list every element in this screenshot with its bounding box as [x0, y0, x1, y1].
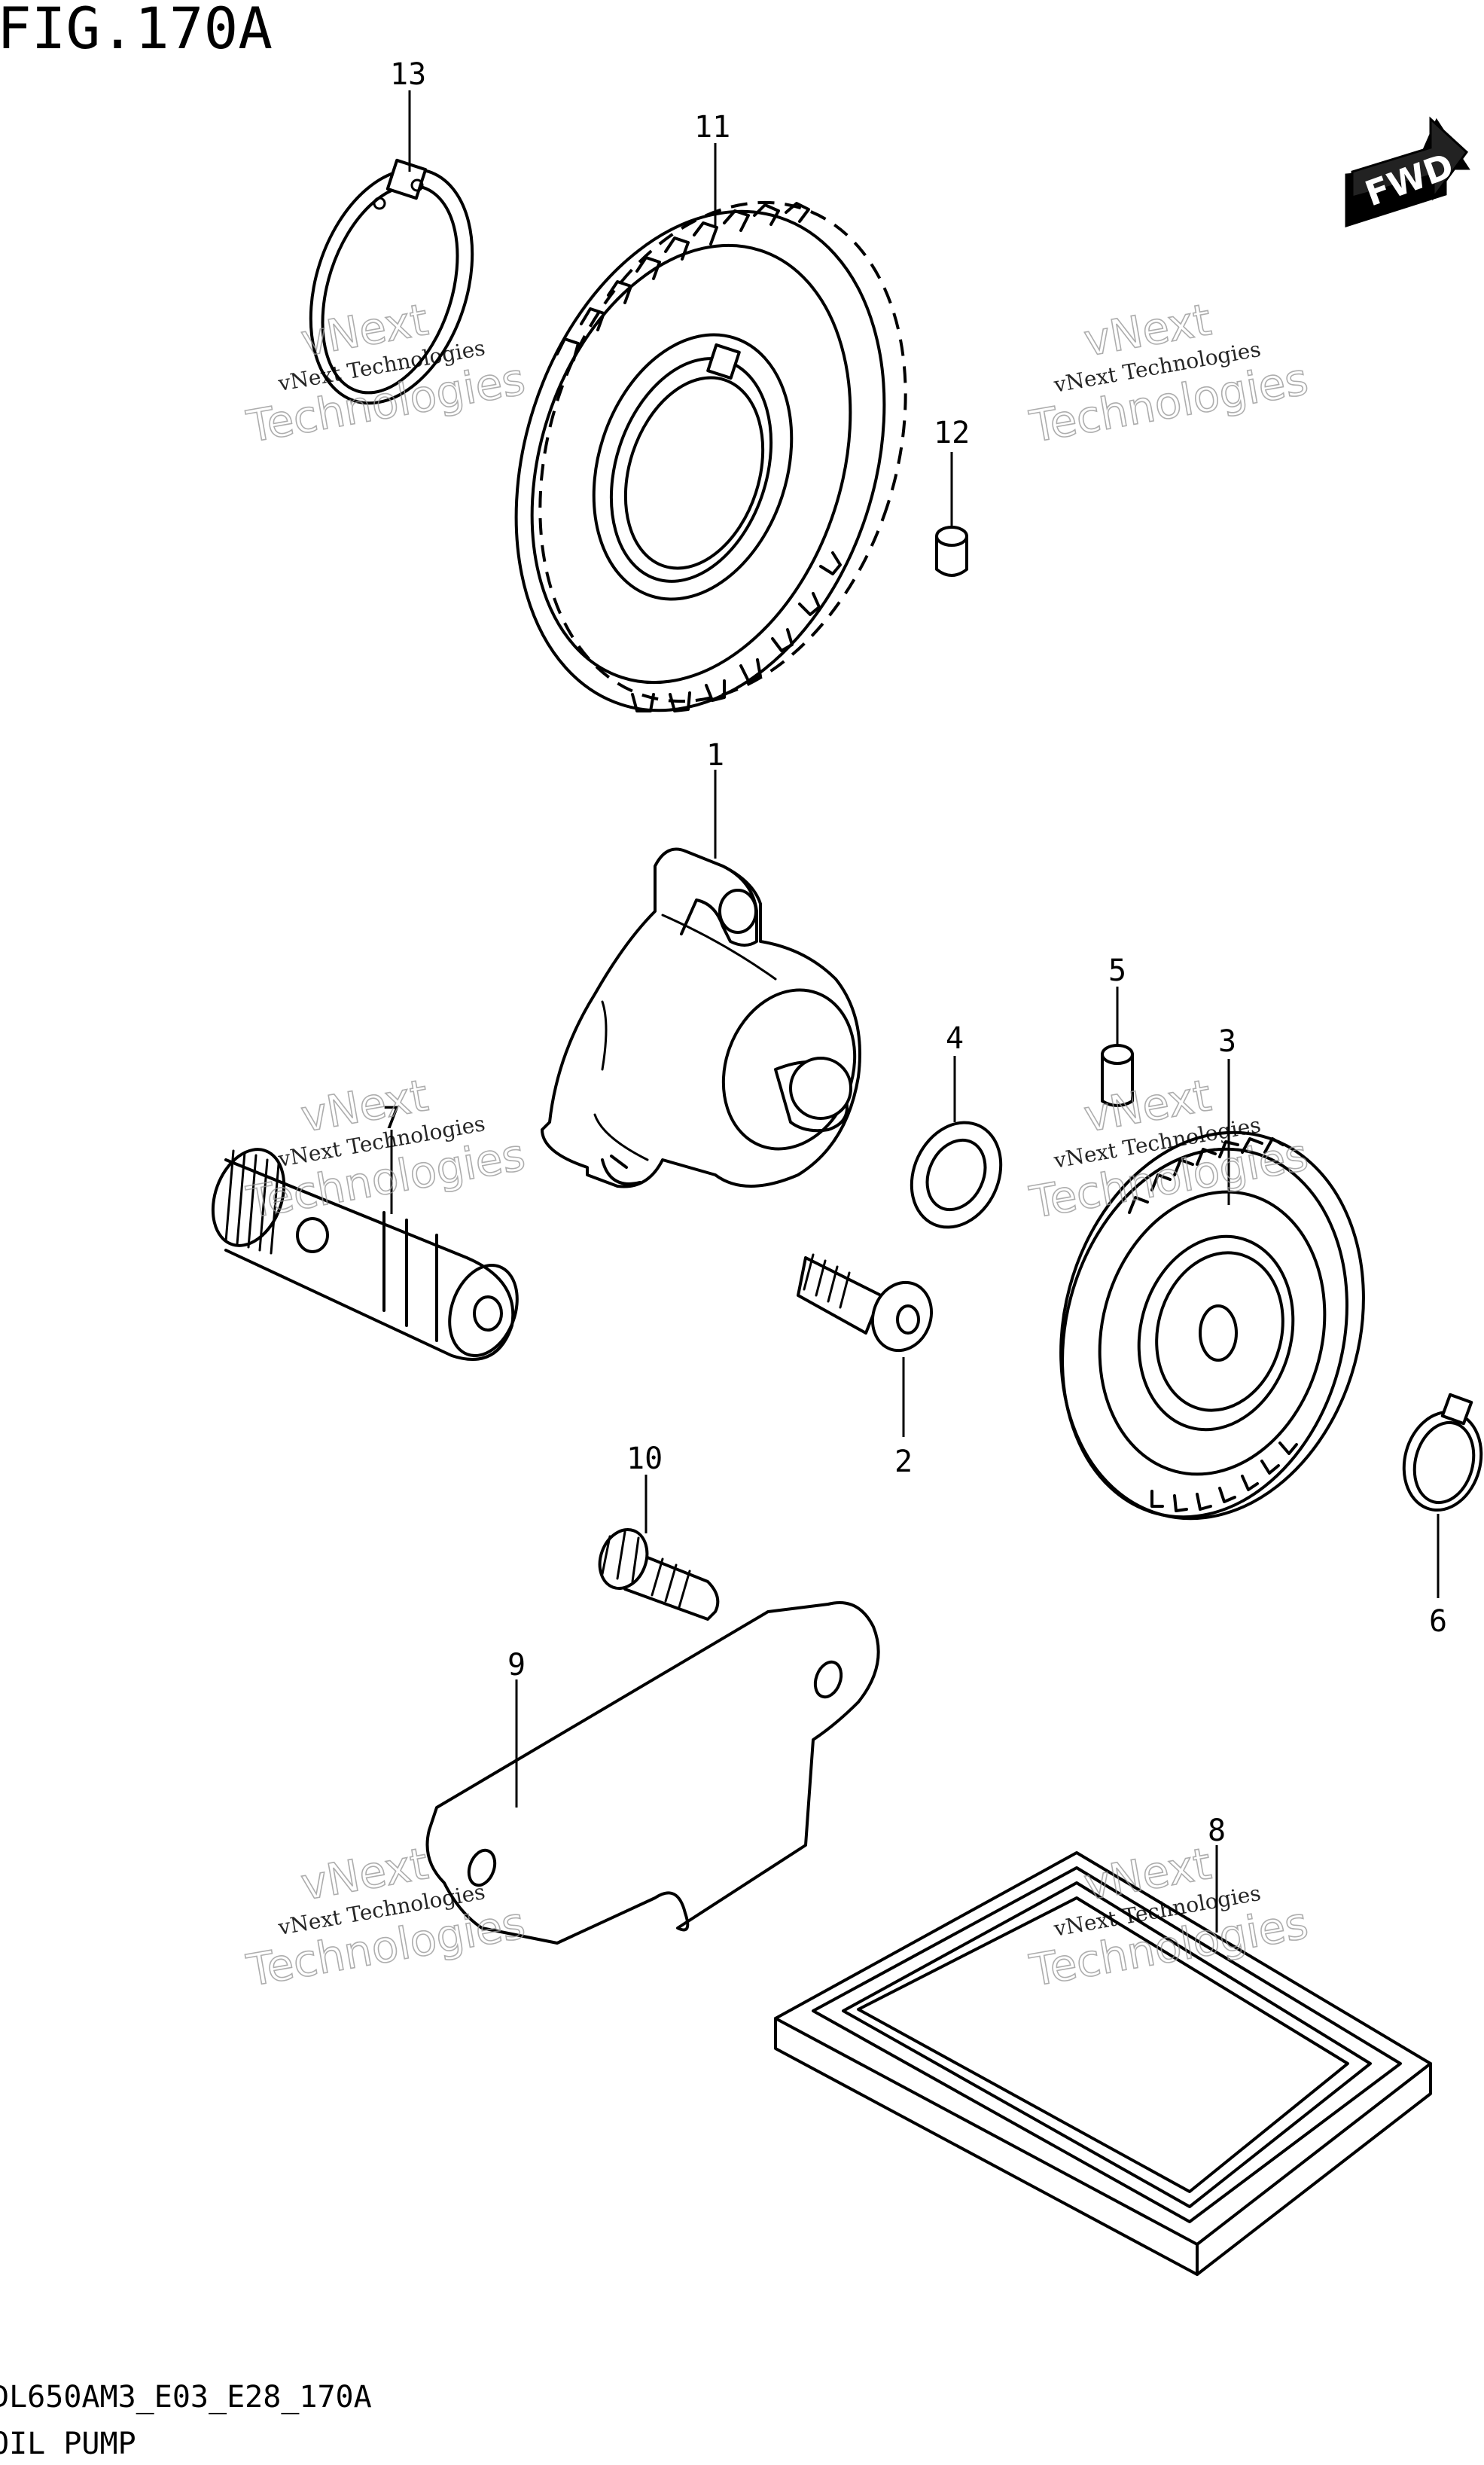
part-13-circlip: [309, 158, 474, 405]
figure-caption: OIL PUMP: [0, 2427, 136, 2461]
fwd-direction-arrow: FWD: [1345, 116, 1470, 228]
part-12-dowel-pin: [935, 526, 968, 577]
watermark-top-left: vNext Technologies vNext Technologies: [242, 293, 529, 453]
callout-labels: 13 11 12 1 5 4 3 7 2 6 10 9 8: [382, 57, 1447, 1848]
part-1-oil-pump-body: [541, 847, 861, 1188]
callout-9: 9: [507, 1648, 526, 1682]
part-11-driven-gear: [514, 200, 907, 712]
part-2-bolt: [797, 1253, 934, 1353]
watermark-bottom-right: vNext Technologies vNext Technologies: [1025, 1837, 1312, 1997]
callout-2: 2: [894, 1445, 913, 1479]
callout-10: 10: [626, 1441, 663, 1476]
part-10-bolt: [598, 1528, 720, 1621]
figure-title: FIG.170A: [0, 0, 273, 62]
watermark-top-right: vNext Technologies vNext Technologies: [1025, 293, 1312, 453]
part-6-circlip: [1402, 1393, 1483, 1512]
part-7-pump-shaft: [211, 1148, 519, 1361]
callout-5: 5: [1108, 953, 1126, 988]
callout-12: 12: [934, 416, 970, 450]
callout-4: 4: [946, 1021, 964, 1056]
part-3-drive-gear: [1059, 1130, 1365, 1521]
callout-3: 3: [1218, 1024, 1236, 1059]
leader-lines: [390, 90, 1440, 1933]
callout-13: 13: [390, 57, 426, 92]
watermark-mid-left: vNext Technologies vNext Technologies: [242, 1069, 529, 1228]
part-9-plate: [425, 1601, 880, 1945]
callout-1: 1: [706, 738, 724, 773]
part-8-strainer: [774, 1851, 1432, 2276]
callout-11: 11: [694, 110, 730, 145]
model-code: DL650AM3_E03_E28_170A: [0, 2380, 372, 2415]
callout-8: 8: [1208, 1814, 1226, 1848]
callout-6: 6: [1429, 1604, 1447, 1639]
part-4-washer: [910, 1121, 1003, 1229]
callout-7: 7: [382, 1101, 401, 1136]
